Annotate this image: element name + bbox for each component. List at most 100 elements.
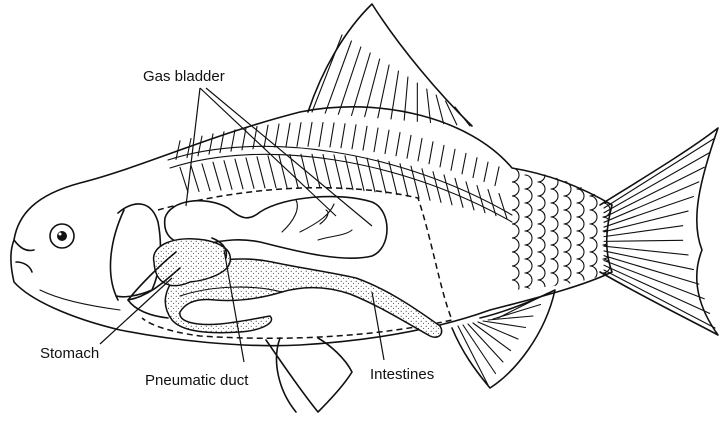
rib-upper: [319, 123, 323, 147]
rib-lower: [367, 158, 375, 192]
scale: [525, 203, 532, 217]
scale: [512, 196, 519, 210]
scale: [564, 280, 571, 294]
rib-upper: [308, 122, 312, 146]
tail-fin-ray: [604, 182, 699, 222]
rib-upper: [209, 134, 213, 154]
rib-upper: [341, 124, 345, 148]
rib-upper: [352, 125, 356, 149]
rib-lower: [180, 167, 188, 192]
scale: [538, 210, 545, 224]
tail-fin-ray: [604, 260, 704, 298]
label-gas-bladder: Gas bladder: [143, 68, 225, 85]
label-stomach: Stomach: [40, 345, 99, 362]
dorsal-fin-ray: [391, 71, 399, 119]
scale: [525, 175, 532, 189]
scale: [551, 273, 558, 287]
scale: [577, 189, 584, 203]
rib-lower: [257, 157, 265, 188]
dorsal-fin-ray: [312, 35, 342, 112]
scale: [590, 210, 597, 224]
scale: [590, 294, 597, 308]
rib-lower: [378, 160, 386, 193]
dorsal-fin-ray: [338, 47, 361, 114]
scale: [538, 266, 545, 280]
scale: [603, 175, 610, 189]
scale: [525, 189, 532, 203]
scale: [538, 280, 545, 294]
tail-fin-ray: [604, 265, 710, 313]
rib-upper: [462, 153, 466, 173]
scale: [551, 245, 558, 259]
tail-fin-ray: [604, 256, 699, 284]
rib-lower: [312, 154, 320, 188]
scale: [525, 231, 532, 245]
anal-fin: [452, 290, 555, 388]
scale: [603, 301, 610, 315]
pupil: [57, 231, 67, 241]
dorsal-fin-ray: [378, 65, 389, 118]
rib-lower: [422, 169, 430, 200]
rib-lower: [433, 172, 441, 203]
scale: [564, 266, 571, 280]
scale: [564, 294, 571, 308]
rib-upper: [286, 123, 290, 146]
scale: [577, 259, 584, 273]
label-intestines: Intestines: [370, 366, 434, 383]
scale: [590, 168, 597, 182]
scale: [564, 196, 571, 210]
rib-lower: [191, 166, 199, 192]
scale: [551, 259, 558, 273]
caudal-fin: [600, 128, 718, 335]
scale: [538, 252, 545, 266]
rib-upper: [396, 133, 400, 156]
rib-upper: [451, 149, 455, 170]
scale: [512, 266, 519, 280]
scale: [564, 168, 571, 182]
rib-lower: [279, 155, 287, 187]
anal-fin-ray: [473, 323, 511, 351]
rib-upper: [429, 142, 433, 164]
rib-upper: [440, 145, 444, 167]
rib-upper: [363, 126, 367, 150]
dorsal-fin-ray: [455, 107, 470, 126]
scale: [564, 210, 571, 224]
rib-lower: [202, 164, 210, 191]
scale: [551, 217, 558, 231]
rib-upper: [275, 124, 279, 147]
scale: [512, 168, 519, 182]
rib-upper: [473, 158, 477, 178]
label-pneumatic-duct: Pneumatic duct: [145, 372, 248, 389]
rib-lower: [356, 157, 364, 191]
scale: [577, 287, 584, 301]
scale: [538, 182, 545, 196]
tail-fin-ray: [604, 211, 688, 232]
scale: [616, 238, 623, 252]
scale: [551, 189, 558, 203]
rib-lower: [389, 162, 397, 195]
scale: [538, 224, 545, 238]
scale: [564, 224, 571, 238]
fish-head: [14, 204, 168, 318]
scale: [590, 238, 597, 252]
scale: [525, 217, 532, 231]
scale: [577, 231, 584, 245]
scale: [512, 252, 519, 266]
pelvic-fin: [266, 338, 352, 412]
scale: [616, 294, 623, 308]
scale: [512, 280, 519, 294]
dorsal-fin-ray: [325, 41, 351, 113]
rib-upper: [198, 136, 202, 156]
rib-upper: [407, 135, 411, 158]
scale: [525, 273, 532, 287]
scale: [590, 266, 597, 280]
scale: [577, 203, 584, 217]
scale: [577, 245, 584, 259]
scale: [512, 238, 519, 252]
scale: [538, 196, 545, 210]
scale: [603, 287, 610, 301]
scale: [577, 217, 584, 231]
scale: [512, 224, 519, 238]
scale: [512, 182, 519, 196]
rib-lower: [455, 178, 463, 207]
